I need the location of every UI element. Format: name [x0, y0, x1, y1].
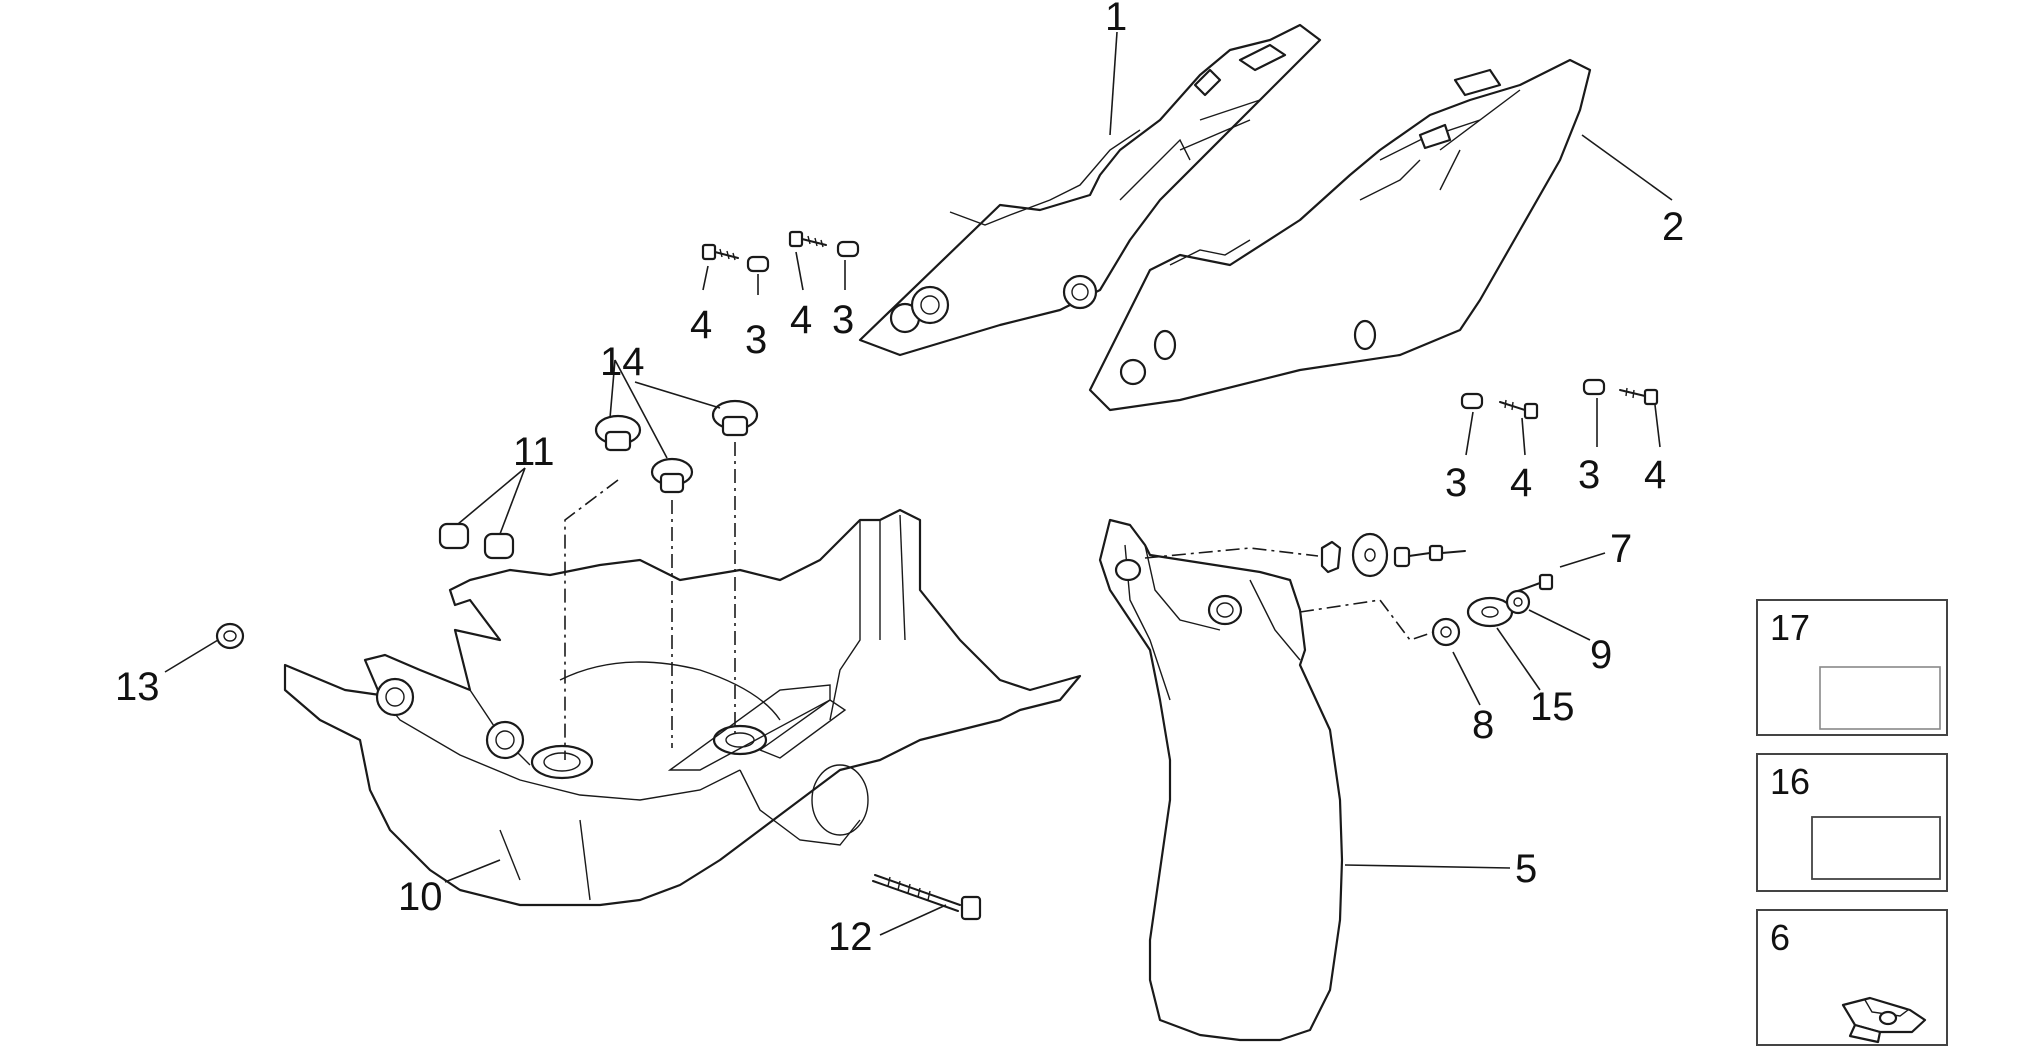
kit-box-6-label: 6	[1770, 917, 1790, 958]
spacer-3-d	[1582, 378, 1606, 396]
grommet-14-c	[711, 399, 759, 437]
nut-small	[1393, 544, 1466, 568]
callout-4-c: 4	[1510, 461, 1532, 505]
callout-12: 12	[828, 915, 873, 959]
grommet-14-b	[650, 457, 694, 494]
bolt-4-d	[1619, 387, 1659, 406]
callout-14: 14	[600, 340, 645, 384]
bolt-4-b	[788, 230, 827, 248]
callout-13: 13	[115, 665, 160, 709]
callout-labels: 1 2 4 3 4 3 3 4 3 4 14 11 13 10 12 5 7 9…	[115, 0, 1684, 959]
assembly-lines	[564, 442, 1435, 760]
skid-plate	[283, 508, 1082, 907]
side-panel-right	[1062, 58, 1592, 412]
callout-9: 9	[1590, 633, 1612, 677]
bolt-7	[1514, 573, 1554, 593]
washer-15	[1466, 596, 1514, 628]
washer-large	[1351, 532, 1389, 578]
clip-nut-icon	[1841, 996, 1927, 1044]
callout-3-c: 3	[1445, 461, 1467, 505]
nut-13	[215, 622, 245, 650]
callout-10: 10	[398, 875, 443, 919]
callout-7: 7	[1610, 527, 1632, 571]
kit-box-6: 6	[1756, 909, 1948, 1046]
callout-4-d: 4	[1644, 453, 1666, 497]
clip-small	[1320, 540, 1342, 574]
spacer-3-a	[746, 255, 770, 273]
bolt-4-a	[701, 243, 739, 261]
long-bolt-12	[872, 874, 982, 921]
callout-3-a: 3	[745, 318, 767, 362]
bolt-4-c	[1499, 399, 1539, 420]
callout-5: 5	[1515, 847, 1537, 891]
kit-box-16-label: 16	[1770, 761, 1810, 802]
callout-4-a: 4	[690, 303, 712, 347]
kit-box-17-label: 17	[1770, 607, 1810, 648]
washer-8	[1431, 617, 1461, 647]
bushing-11-b	[483, 532, 515, 560]
spacer-3-b	[836, 240, 860, 258]
number-plate	[1098, 518, 1344, 1042]
bushing-11-a	[438, 522, 470, 550]
leader-lines	[164, 31, 1673, 936]
callout-3-d: 3	[1578, 453, 1600, 497]
grommet-14-a	[594, 414, 642, 452]
callout-8: 8	[1472, 703, 1494, 747]
callout-4-b: 4	[790, 298, 812, 342]
kit-box-16: 16	[1756, 753, 1948, 892]
washer-9	[1505, 589, 1531, 615]
callout-11: 11	[513, 430, 555, 474]
spacer-3-c	[1460, 392, 1484, 410]
callout-2: 2	[1662, 205, 1684, 249]
callout-1: 1	[1105, 0, 1127, 39]
kit-box-17: 17	[1756, 599, 1948, 736]
callout-15: 15	[1530, 685, 1575, 729]
callout-3-b: 3	[832, 298, 854, 342]
side-panel-left	[858, 23, 1322, 357]
